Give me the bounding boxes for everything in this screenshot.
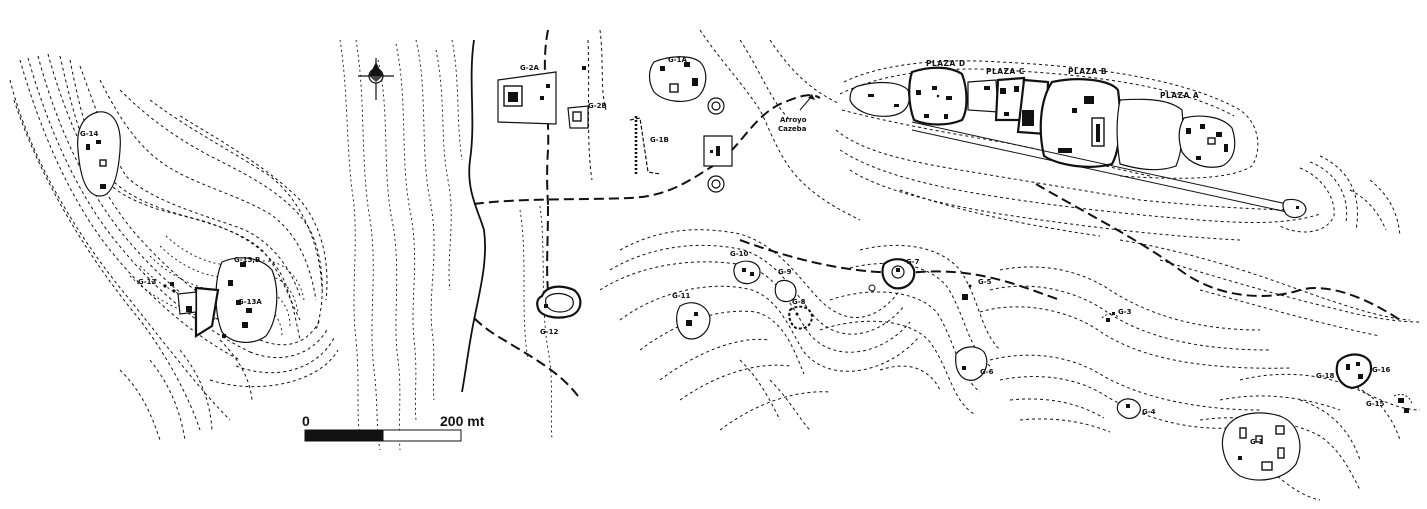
- left-contours: [9, 53, 339, 441]
- label-g1a: G-1A: [668, 56, 688, 64]
- arroyo-label-line2: Cazeba: [778, 125, 807, 133]
- contour-d: [739, 39, 791, 121]
- central-contours: [339, 39, 553, 451]
- label-g12: G-12: [540, 328, 559, 336]
- label-g9: G-9: [778, 268, 792, 276]
- label-g2a: G-2A: [520, 64, 540, 72]
- label-g8: G-8: [792, 298, 806, 306]
- group-g1: G-1: [1221, 412, 1301, 481]
- label-g3: G-3: [1118, 308, 1132, 316]
- label-g1: G-1: [1250, 438, 1264, 446]
- label-g13: G-13: [138, 278, 157, 286]
- group-g1b: G-1B: [629, 116, 733, 176]
- arroyo-label: Arroyo Cazeba: [778, 94, 815, 133]
- group-g11: G-11: [672, 292, 711, 340]
- group-g6: G-6: [955, 346, 994, 381]
- arroyo-label-line1: Arroyo: [780, 116, 807, 124]
- contour-e: [769, 39, 841, 105]
- scale-bar: 0 200 mt: [302, 413, 485, 442]
- label-plaza-b: PLAZA B: [1068, 67, 1107, 76]
- label-g10: G-10: [730, 250, 749, 258]
- label-g16: G-16: [1372, 366, 1391, 374]
- group-g7: G-7: [868, 258, 920, 292]
- scale-start-label: 0: [302, 413, 310, 429]
- label-g1b: G-1B: [650, 136, 669, 144]
- label-plaza-c: PLAZA C: [986, 67, 1025, 76]
- label-plaza-d: PLAZA D: [926, 59, 966, 68]
- group-g15: G-15: [1366, 393, 1413, 413]
- group-g1a: G-1A: [648, 56, 725, 193]
- label-g2b: G-2B: [588, 102, 607, 110]
- label-g11: G-11: [672, 292, 691, 300]
- plaza-complex: PLAZA D PLAZA C PLAZA B PLAZA A: [835, 59, 1358, 241]
- group-g12: G-12: [536, 285, 582, 336]
- group-g2b: G-2B: [567, 102, 607, 129]
- label-g13b: G-13,B: [234, 256, 260, 264]
- group-g3: G-3: [1101, 308, 1132, 322]
- label-g7: G-7: [906, 258, 920, 266]
- label-g13a: G-13A: [238, 298, 262, 306]
- arroyo-bed: [461, 39, 486, 393]
- group-g10: G-10: [730, 250, 761, 285]
- label-g14: G-14: [80, 130, 99, 138]
- label-plaza-a: PLAZA A: [1160, 91, 1199, 100]
- group-g4: G-4: [1116, 398, 1156, 419]
- group-g9: G-9: [774, 268, 797, 303]
- label-g5: G-5: [978, 278, 992, 286]
- group-g14: G-14: [77, 111, 121, 197]
- group-g2a: G-2A: [497, 64, 586, 125]
- north-arrow-icon: [358, 58, 394, 100]
- group-g5: G-5: [962, 278, 992, 300]
- label-g4: G-4: [1142, 408, 1156, 416]
- group-g16: G-16 G-18: [1316, 353, 1391, 390]
- label-g16-near: G-18: [1316, 372, 1335, 380]
- contour-b: [599, 29, 607, 111]
- label-g15: G-15: [1366, 400, 1385, 408]
- group-g8: G-8: [788, 298, 814, 330]
- group-g13: G-13 G-13,B G-13A: [138, 256, 278, 343]
- scale-end-label: 200 mt: [440, 413, 485, 429]
- label-g6: G-6: [980, 368, 994, 376]
